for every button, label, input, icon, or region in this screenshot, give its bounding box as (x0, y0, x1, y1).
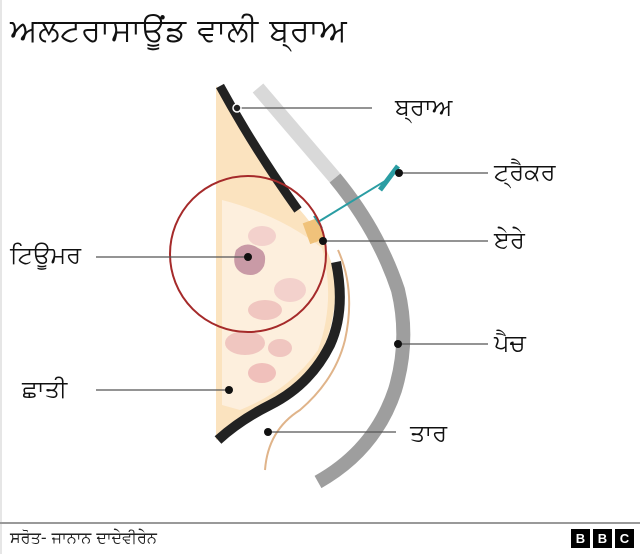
dot-bra (232, 103, 242, 113)
bbc-logo-letter: C (615, 529, 634, 548)
focus-circle (169, 175, 327, 333)
tissue-lobule (248, 300, 282, 320)
bra-band-upper (216, 83, 302, 213)
dot-tracker (395, 169, 403, 177)
patch-light (252, 83, 341, 183)
source-credit: ਸਰੋਤ- ਜਾਨਾਨ ਦਾਦੇਵੀਰੇਨ (10, 528, 157, 547)
tissue-lobule (248, 363, 276, 383)
tissue-lobule (274, 278, 306, 302)
label-breast: ਛਾਤੀ (22, 375, 68, 403)
label-array: ਏਰੇ (494, 226, 525, 254)
footer-divider (0, 522, 640, 524)
bbc-logo-letter: B (593, 529, 612, 548)
tissue-lobule (268, 339, 292, 357)
bbc-logo-letter: B (571, 529, 590, 548)
patch-dark (314, 173, 411, 489)
tracker-arm (317, 177, 391, 223)
tissue-lobule (225, 331, 265, 355)
label-patch: ਪੈਚ (494, 329, 526, 357)
label-wire: ਤਾਰ (410, 419, 448, 447)
dot-array (319, 237, 327, 245)
label-tracker: ਟ੍ਰੈਕਰ (494, 158, 556, 186)
label-tumour: ਟਿਊਮਰ (10, 241, 82, 269)
wire-line (264, 249, 351, 471)
page-title: ਅਲਟਰਾਸਾਊਂਡ ਵਾਲੀ ਬ੍ਰਾਅ (10, 11, 348, 49)
tracker-cross (378, 164, 400, 192)
dot-tumour (244, 253, 252, 261)
label-bra: ਬ੍ਰਾਅ (395, 93, 453, 121)
tissue-lobule (248, 226, 276, 246)
bra-band-lower (214, 260, 345, 444)
dot-wire (264, 428, 272, 436)
bbc-logo: B B C (571, 529, 634, 548)
dot-breast (225, 386, 233, 394)
dot-patch (394, 340, 402, 348)
